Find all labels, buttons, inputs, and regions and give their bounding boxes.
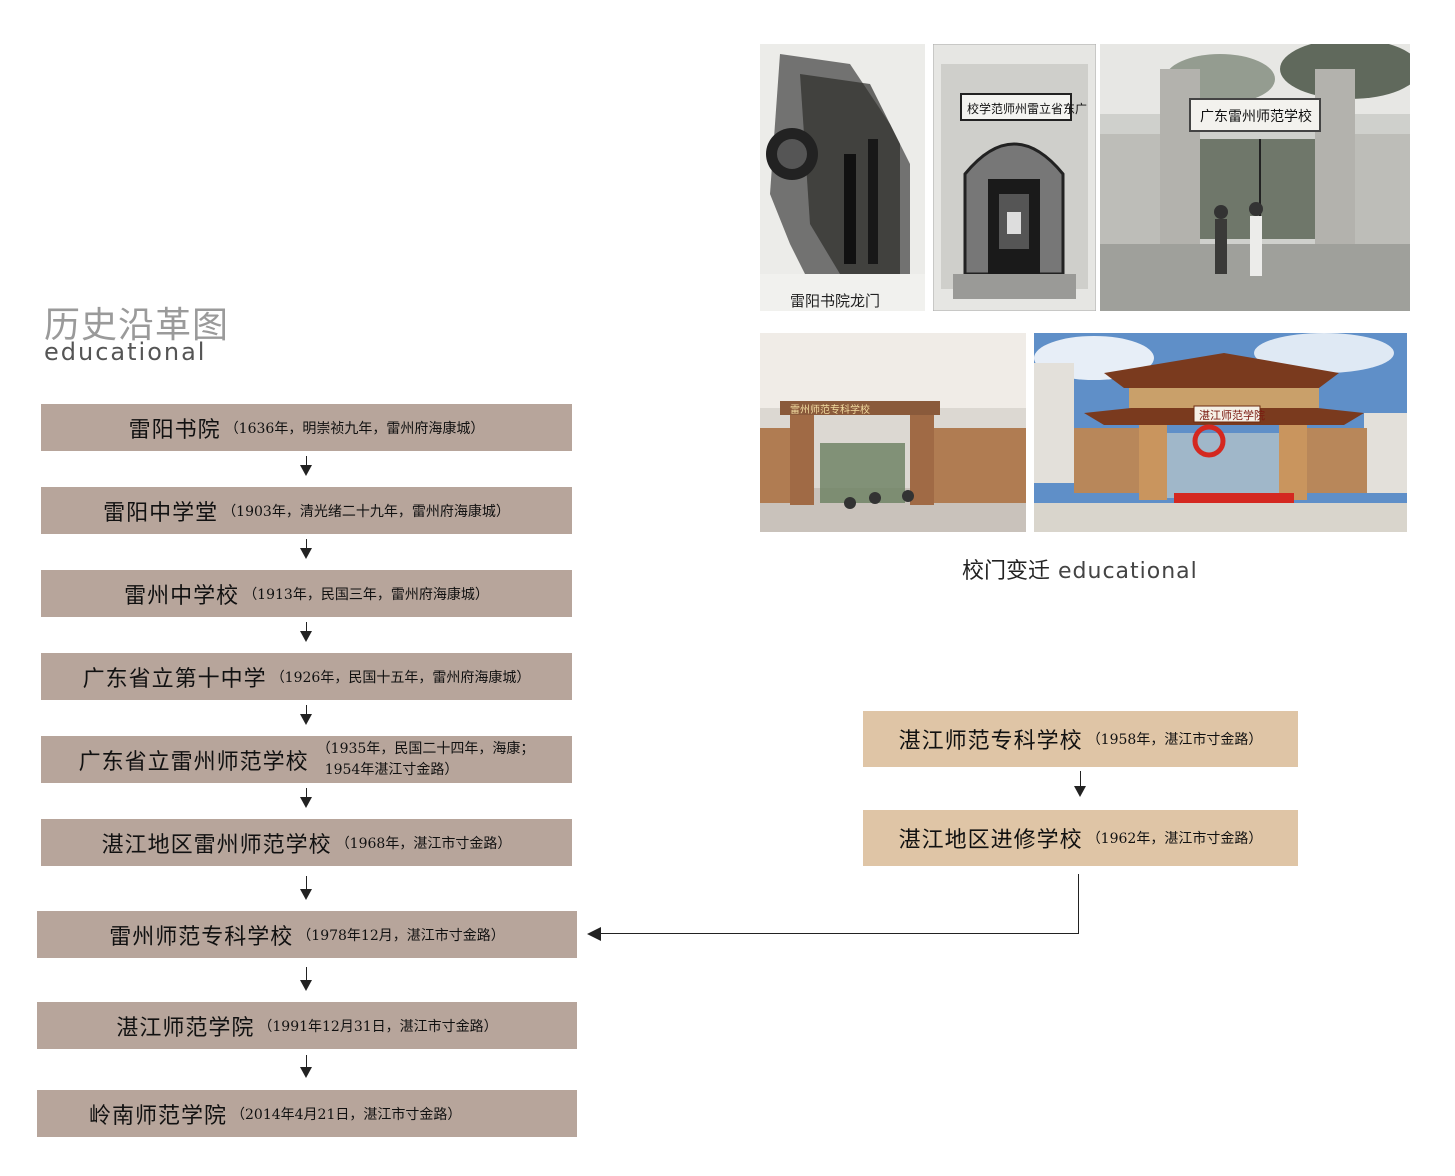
leizhou-normal-college-gate-photo: 雷州师范专科学校 xyxy=(760,333,1026,532)
connector-line xyxy=(306,967,307,981)
gate-sign-text: 雷州师范专科学校 xyxy=(790,403,870,416)
timeline-note: （2014年4月21日，湛江市寸金路） xyxy=(231,1106,462,1123)
arrow-down-icon xyxy=(300,548,312,559)
connector-line xyxy=(306,1055,307,1068)
timeline-name: 雷阳书院 xyxy=(128,417,221,443)
branch-box-zhanjiang-normal-college: 湛江师范专科学校 （1958年，湛江市寸金路） xyxy=(863,711,1298,767)
connector-line xyxy=(306,539,307,549)
connector-line xyxy=(306,788,307,798)
leiyang-academy-gate-photo: 雷阳书院龙门 xyxy=(760,44,925,311)
arrow-down-icon xyxy=(1074,786,1086,797)
arrow-down-icon xyxy=(300,889,312,900)
merge-line-vertical xyxy=(1078,874,1079,934)
connector-line xyxy=(306,622,307,632)
connector-line xyxy=(306,705,307,715)
timeline-box-leiyang-academy: 雷阳书院 （1636年，明崇祯九年，雷州府海康城） xyxy=(41,404,572,451)
timeline-note: （1926年，民国十五年，雷州府海康城） xyxy=(270,669,531,686)
timeline-note: （1913年，民国三年，雷州府海康城） xyxy=(243,586,489,603)
branch-note: （1962年，湛江市寸金路） xyxy=(1086,831,1263,847)
timeline-name: 雷州师范专科学校 xyxy=(109,924,294,950)
photo-caption: 雷阳书院龙门 xyxy=(790,292,880,310)
guangdong-leizhou-normal-gate-photo: 广东雷州师范学校 xyxy=(1100,44,1410,311)
connector-line xyxy=(306,876,307,890)
timeline-note: （1636年，明崇祯九年，雷州府海康城） xyxy=(224,420,485,437)
arrow-down-icon xyxy=(300,631,312,642)
branch-box-zhanjiang-advanced-school: 湛江地区进修学校 （1962年，湛江市寸金路） xyxy=(863,810,1298,866)
branch-name: 湛江地区进修学校 xyxy=(898,828,1083,853)
timeline-note: （1903年，清光绪二十九年，雷州府海康城） xyxy=(222,503,510,520)
timeline-box-lingnan-normal-university: 岭南师范学院 （2014年4月21日，湛江市寸金路） xyxy=(37,1090,577,1137)
arrow-down-icon xyxy=(300,980,312,991)
timeline-name: 湛江师范学院 xyxy=(116,1015,255,1041)
timeline-note-line: 1954年湛江寸金路） xyxy=(324,761,459,778)
gate-sign-text: 湛江师范学院 xyxy=(1199,408,1265,422)
timeline-box-provincial-tenth-middle: 广东省立第十中学 （1926年，民国十五年，雷州府海康城） xyxy=(41,653,572,700)
timeline-note: （1935年，民国二十四年，海康； 1954年湛江寸金路） xyxy=(317,739,535,781)
gallery-caption-cn: 校门变迁 xyxy=(962,559,1051,584)
timeline-box-zhanjiang-normal-university: 湛江师范学院 （1991年12月31日，湛江市寸金路） xyxy=(37,1002,577,1049)
timeline-box-leizhou-normal-college: 雷州师范专科学校 （1978年12月，湛江市寸金路） xyxy=(37,911,577,958)
timeline-note: （1968年，湛江市寸金路） xyxy=(335,835,512,852)
arrow-left-icon xyxy=(587,927,601,941)
timeline-name: 湛江地区雷州师范学校 xyxy=(101,832,332,858)
timeline-name: 岭南师范学院 xyxy=(89,1103,228,1129)
connector-line xyxy=(306,456,307,466)
branch-note: （1958年，湛江市寸金路） xyxy=(1086,732,1263,748)
gallery-caption-en: educational xyxy=(1058,559,1198,584)
timeline-note-line: （1935年，民国二十四年，海康； xyxy=(316,740,535,757)
timeline-name: 雷州中学校 xyxy=(124,583,240,609)
timeline-box-leizhou-middle-school: 雷州中学校 （1913年，民国三年，雷州府海康城） xyxy=(41,570,572,617)
timeline-box-leiyang-middle-hall: 雷阳中学堂 （1903年，清光绪二十九年，雷州府海康城） xyxy=(41,487,572,534)
timeline-box-zhanjiang-leizhou-normal: 湛江地区雷州师范学校 （1968年，湛江市寸金路） xyxy=(41,819,572,866)
gallery-caption: 校门变迁 educational xyxy=(962,553,1198,585)
diagram-subtitle: educational xyxy=(44,338,207,366)
branch-name: 湛江师范专科学校 xyxy=(898,729,1083,754)
zhanjiang-normal-university-gate-photo: 湛江师范学院 xyxy=(1034,333,1407,532)
timeline-note: （1978年12月，湛江市寸金路） xyxy=(297,927,505,944)
timeline-name: 广东省立第十中学 xyxy=(82,666,267,692)
arrow-down-icon xyxy=(300,714,312,725)
timeline-note: （1991年12月31日，湛江市寸金路） xyxy=(258,1018,498,1035)
arrow-down-icon xyxy=(300,797,312,808)
arrow-down-icon xyxy=(300,1067,312,1078)
timeline-name: 广东省立雷州师范学校 xyxy=(78,749,309,775)
diagram-title: 历史沿革图 xyxy=(44,305,230,346)
arrow-down-icon xyxy=(300,465,312,476)
connector-line xyxy=(1080,771,1081,787)
merge-line-horizontal xyxy=(600,933,1079,934)
gate-sign-text: 校学范师州雷立省东广 xyxy=(967,101,1087,116)
provincial-normal-gate-photo: 校学范师州雷立省东广 xyxy=(933,44,1096,311)
gate-sign-text: 广东雷州师范学校 xyxy=(1200,108,1312,125)
timeline-box-provincial-leizhou-normal: 广东省立雷州师范学校 （1935年，民国二十四年，海康； 1954年湛江寸金路） xyxy=(41,736,572,783)
timeline-name: 雷阳中学堂 xyxy=(103,500,219,526)
